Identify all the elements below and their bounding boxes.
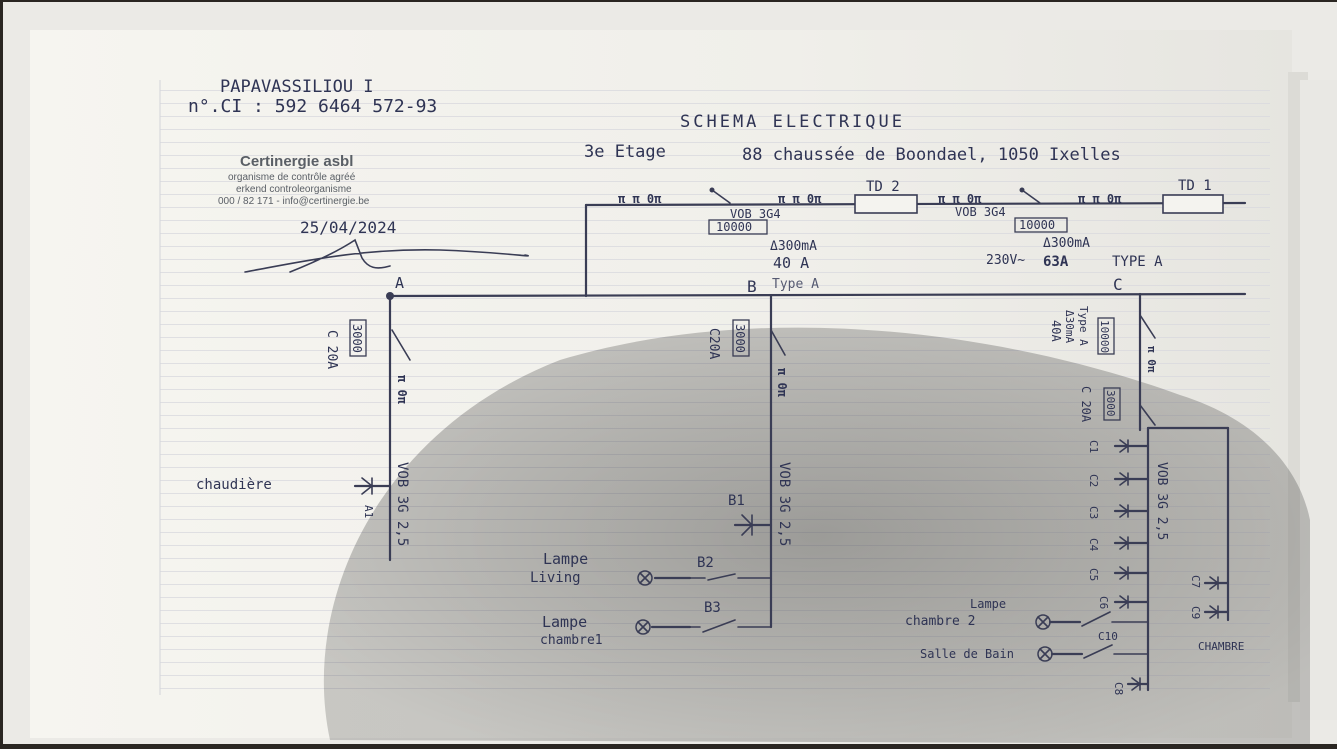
breaker-symbol: π π 0π: [618, 192, 662, 206]
stamp-line2: erkend controleorganisme: [236, 184, 352, 195]
outlet-group: [1113, 439, 1150, 609]
point-c1: C1: [1087, 440, 1100, 453]
switch-1: [711, 189, 731, 204]
circuit-b-box: 3000: [733, 324, 747, 353]
circuit-c-amp: 40A: [1049, 320, 1063, 342]
lamp-chambre1-room: chambre1: [540, 633, 603, 648]
point-b1: B1: [728, 493, 745, 509]
point-c7: C7: [1189, 575, 1202, 588]
breaker-symbol: π π 0π: [1078, 192, 1122, 206]
load-chaudiere: chaudière: [196, 477, 272, 493]
stamp-org: Certinergie asbl: [240, 153, 353, 170]
point-b3: B3: [704, 600, 721, 616]
circuit-b-breaker: C20A: [706, 328, 721, 359]
point-c5: C5: [1087, 568, 1100, 581]
point-c3: C3: [1087, 506, 1100, 519]
point-c6: C6: [1097, 596, 1110, 609]
td1-label: TD 1: [1178, 178, 1212, 194]
stamp-line3: 000 / 82 171 - info@certinergie.be: [218, 196, 370, 207]
breaker-symbol: π π 0π: [778, 192, 822, 206]
owner-name: PAPAVASSILIOU I: [220, 77, 374, 97]
circuit-c-box1: 10000: [1098, 320, 1111, 353]
type-label-c: TYPE A: [1112, 254, 1163, 270]
box-label-1: 10000: [716, 220, 752, 234]
node-c: C: [1113, 275, 1123, 294]
circuit-a-breaker: C 20A: [324, 330, 339, 369]
point-c4: C4: [1087, 538, 1100, 552]
floor-label: 3e Etage: [584, 142, 666, 162]
point-c10: C10: [1098, 630, 1118, 643]
circuit-c-cable: VOB 3G 2,5: [1154, 462, 1169, 540]
point-a1: A1: [362, 505, 375, 518]
diff-amp-1: 40 A: [773, 254, 809, 272]
lamp-chambre2-room: chambre 2: [905, 614, 975, 629]
breaker-symbol: π π 0π: [938, 192, 982, 206]
circuit-c-box2: 3000: [1104, 390, 1117, 417]
lamp-chambre2: Lampe: [970, 597, 1006, 611]
circuit-a-box: 3000: [350, 324, 364, 353]
lamp-living: Lampe: [543, 550, 588, 568]
lamp-chambre1: Lampe: [542, 613, 587, 631]
point-c9: C9: [1189, 606, 1202, 619]
vob-label-1: VOB 3G4: [730, 207, 781, 221]
switch-2: [1021, 189, 1041, 204]
address-label: 88 chaussée de Boondael, 1050 Ixelles: [742, 145, 1121, 165]
circuit-b-cable: VOB 3G 2,5: [776, 462, 792, 546]
td2-label: TD 2: [866, 179, 900, 195]
diff-label-1: Δ300mA: [770, 239, 817, 254]
vob-label-2: VOB 3G4: [955, 205, 1006, 219]
breaker-symbol: π 0π: [775, 368, 789, 398]
circuit-c-diff: Δ30mA: [1063, 310, 1076, 343]
bath-label: Salle de Bain: [920, 647, 1014, 661]
owner-ci: n°.CI : 592 6464 572-93: [188, 96, 437, 117]
point-c8: C8: [1112, 682, 1125, 695]
td1-box: [1162, 194, 1224, 214]
circuit-c-breaker: C 20A: [1079, 386, 1093, 423]
volt-label: 230V~: [986, 253, 1025, 268]
circuit-a-cable: VOB 3G 2,5: [394, 462, 410, 546]
point-b2: B2: [697, 555, 714, 571]
diff-label-2: Δ300mA: [1043, 236, 1090, 251]
node-b: B: [747, 277, 757, 296]
chambre-label: CHAMBRE: [1198, 640, 1244, 653]
stamp-date: 25/04/2024: [300, 218, 396, 237]
shadow: [323, 327, 1311, 744]
lamp-living-room: Living: [530, 570, 581, 586]
breaker-symbol: π 0π: [395, 375, 409, 405]
type-label-b: Type A: [772, 277, 819, 292]
stamp-line1: organisme de contrôle agréé: [228, 172, 356, 183]
point-c2: C2: [1087, 474, 1100, 487]
signature: [244, 238, 529, 273]
breaker-symbol: π 0π: [1145, 346, 1158, 373]
bus-line: [388, 292, 1247, 298]
node-a: A: [395, 274, 404, 292]
box-label-2: 10000: [1019, 218, 1055, 232]
diff-amp-2: 63A: [1043, 254, 1069, 270]
page-title: SCHEMA ELECTRIQUE: [680, 112, 905, 132]
td2-box: [854, 194, 918, 214]
circuit-c-type: Type A: [1077, 306, 1090, 346]
